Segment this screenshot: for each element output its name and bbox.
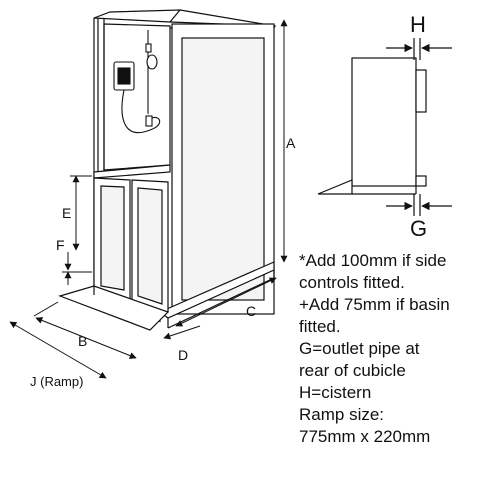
dimension-lines [9,19,288,379]
label-d: D [178,347,188,363]
note-line: *Add 100mm if side [299,251,447,270]
note-line: fitted. [299,317,341,336]
electric-shower-unit [113,30,161,133]
side-elevation [317,38,452,216]
note-line: H=cistern [299,383,372,402]
label-c: C [246,303,256,319]
label-e: E [62,205,71,221]
label-b: B [78,333,87,349]
note-line: G=outlet pipe at [299,339,420,358]
note-line: Ramp size: [299,405,385,424]
label-a: A [286,135,296,151]
note-line: rear of cubicle [299,361,406,380]
note-line: 775mm x 220mm [299,427,431,446]
note-line: +Add 75mm if basin [299,295,450,314]
label-g: G [410,216,427,241]
label-f: F [56,237,65,253]
half-height-doors [93,177,169,313]
note-line: controls fitted. [299,273,405,292]
label-h: H [410,12,426,37]
label-j-ramp: J (Ramp) [30,374,83,389]
notes-block: *Add 100mm if side controls fitted. +Add… [299,250,499,448]
